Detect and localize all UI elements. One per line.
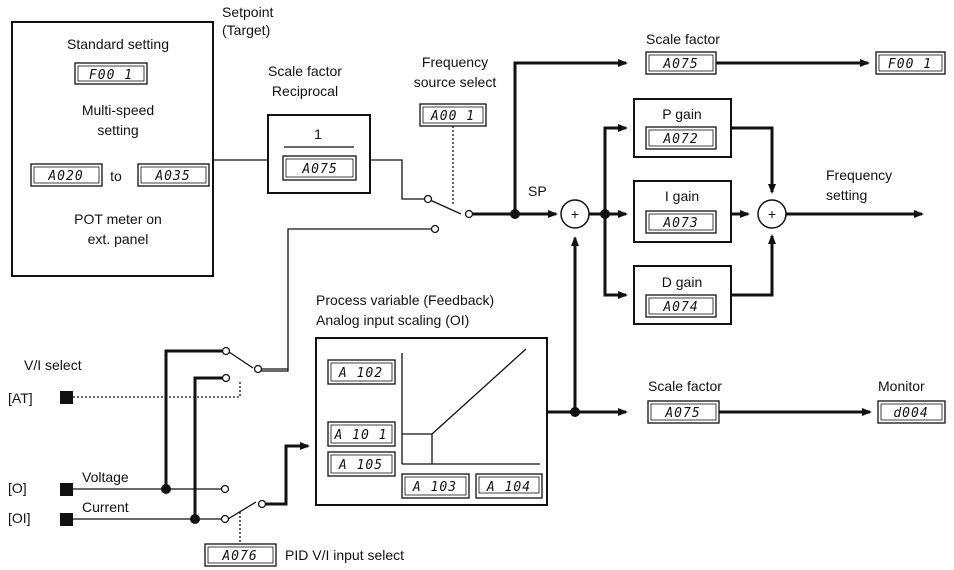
svg-text:F00 1: F00 1 [888,57,932,72]
a001-display: A00 1 [419,103,487,127]
svg-text:A 10 1: A 10 1 [334,428,388,443]
to-label: to [110,168,122,184]
a075-reciprocal-display: A075 [282,155,357,181]
svg-text:A073: A073 [662,216,698,231]
p-gain-label: P gain [662,106,701,122]
source-select-label-2: source select [414,74,497,90]
svg-text:A 105: A 105 [338,458,383,473]
svg-text:A075: A075 [662,57,698,72]
voltage-label: Voltage [82,469,129,485]
a101-display: A 10 1 [327,421,396,447]
a075-top-display: A075 [645,51,717,75]
multi-speed-label-2: setting [97,122,138,138]
switch-contact-setpoint [423,194,433,204]
oi-terminal-label: [OI] [8,510,31,526]
monitor-label: Monitor [878,378,925,394]
standard-setting-label: Standard setting [67,36,169,52]
o-terminal [60,483,73,496]
pid-vi-input-select-label: PID V/I input select [285,547,404,563]
svg-text:A072: A072 [662,132,698,147]
svg-text:d004: d004 [893,406,928,421]
setpoint-label: Setpoint [222,4,273,20]
oi-terminal [60,513,73,526]
a075-bottom-display: A075 [647,400,720,424]
at-terminal [60,391,73,404]
a103-display: A 103 [401,473,470,499]
i-gain-label: I gain [665,188,699,204]
pid-vi-switch [257,499,267,509]
reciprocal-label: Reciprocal [272,83,338,99]
svg-text:A075: A075 [301,162,337,177]
svg-text:A 103: A 103 [412,480,457,495]
svg-text:A00 1: A00 1 [430,109,475,124]
scale-factor-bottom-label: Scale factor [648,378,722,394]
svg-text:A 104: A 104 [486,480,531,495]
svg-text:A020: A020 [47,169,83,184]
svg-text:A075: A075 [664,406,700,421]
vi-select-switch [253,364,263,374]
d004-display: d004 [877,400,946,424]
a104-display: A 104 [475,473,543,499]
process-variable-label: Process variable (Feedback) [316,292,494,308]
a035-display: A035 [137,163,210,187]
vi-select-label: V/I select [24,357,82,373]
a102-display: A 102 [327,359,396,385]
pot-meter-label-2: ext. panel [88,231,149,247]
svg-text:A035: A035 [154,169,190,184]
svg-text:A074: A074 [662,300,698,315]
svg-text:A076: A076 [221,549,257,564]
sp-label: SP [528,183,547,199]
scale-factor-top-label: Scale factor [646,31,720,47]
svg-text:A 102: A 102 [338,366,383,381]
target-label: (Target) [222,22,270,38]
a076-display: A076 [204,543,277,567]
a074-display: A074 [645,294,717,318]
d-gain-label: D gain [662,274,702,290]
o-terminal-label: [O] [8,480,27,496]
frequency-source-select-label: Frequency [422,54,488,70]
a105-display: A 105 [327,451,396,477]
at-terminal-label: [AT] [8,390,33,406]
multi-speed-label: Multi-speed [82,102,154,118]
reciprocal-one: 1 [314,126,322,142]
a020-display: A020 [30,163,103,187]
svg-text:F00 1: F00 1 [89,68,133,83]
frequency-setting-label-2: setting [826,187,867,203]
a072-display: A072 [645,126,717,150]
f001-input-display: F00 1 [74,62,148,85]
a073-display: A073 [645,210,717,234]
pot-meter-label: POT meter on [74,211,162,227]
frequency-setting-label: Frequency [826,167,892,183]
sum-sign-1: + [571,206,579,222]
switch-contact-feedback [430,224,440,234]
analog-input-scaling-label: Analog input scaling (OI) [316,312,469,328]
scale-factor-reciprocal-label: Scale factor [268,63,342,79]
sum-sign-2: + [768,206,776,222]
current-label: Current [82,499,129,515]
f001-output-display: F00 1 [875,51,946,75]
